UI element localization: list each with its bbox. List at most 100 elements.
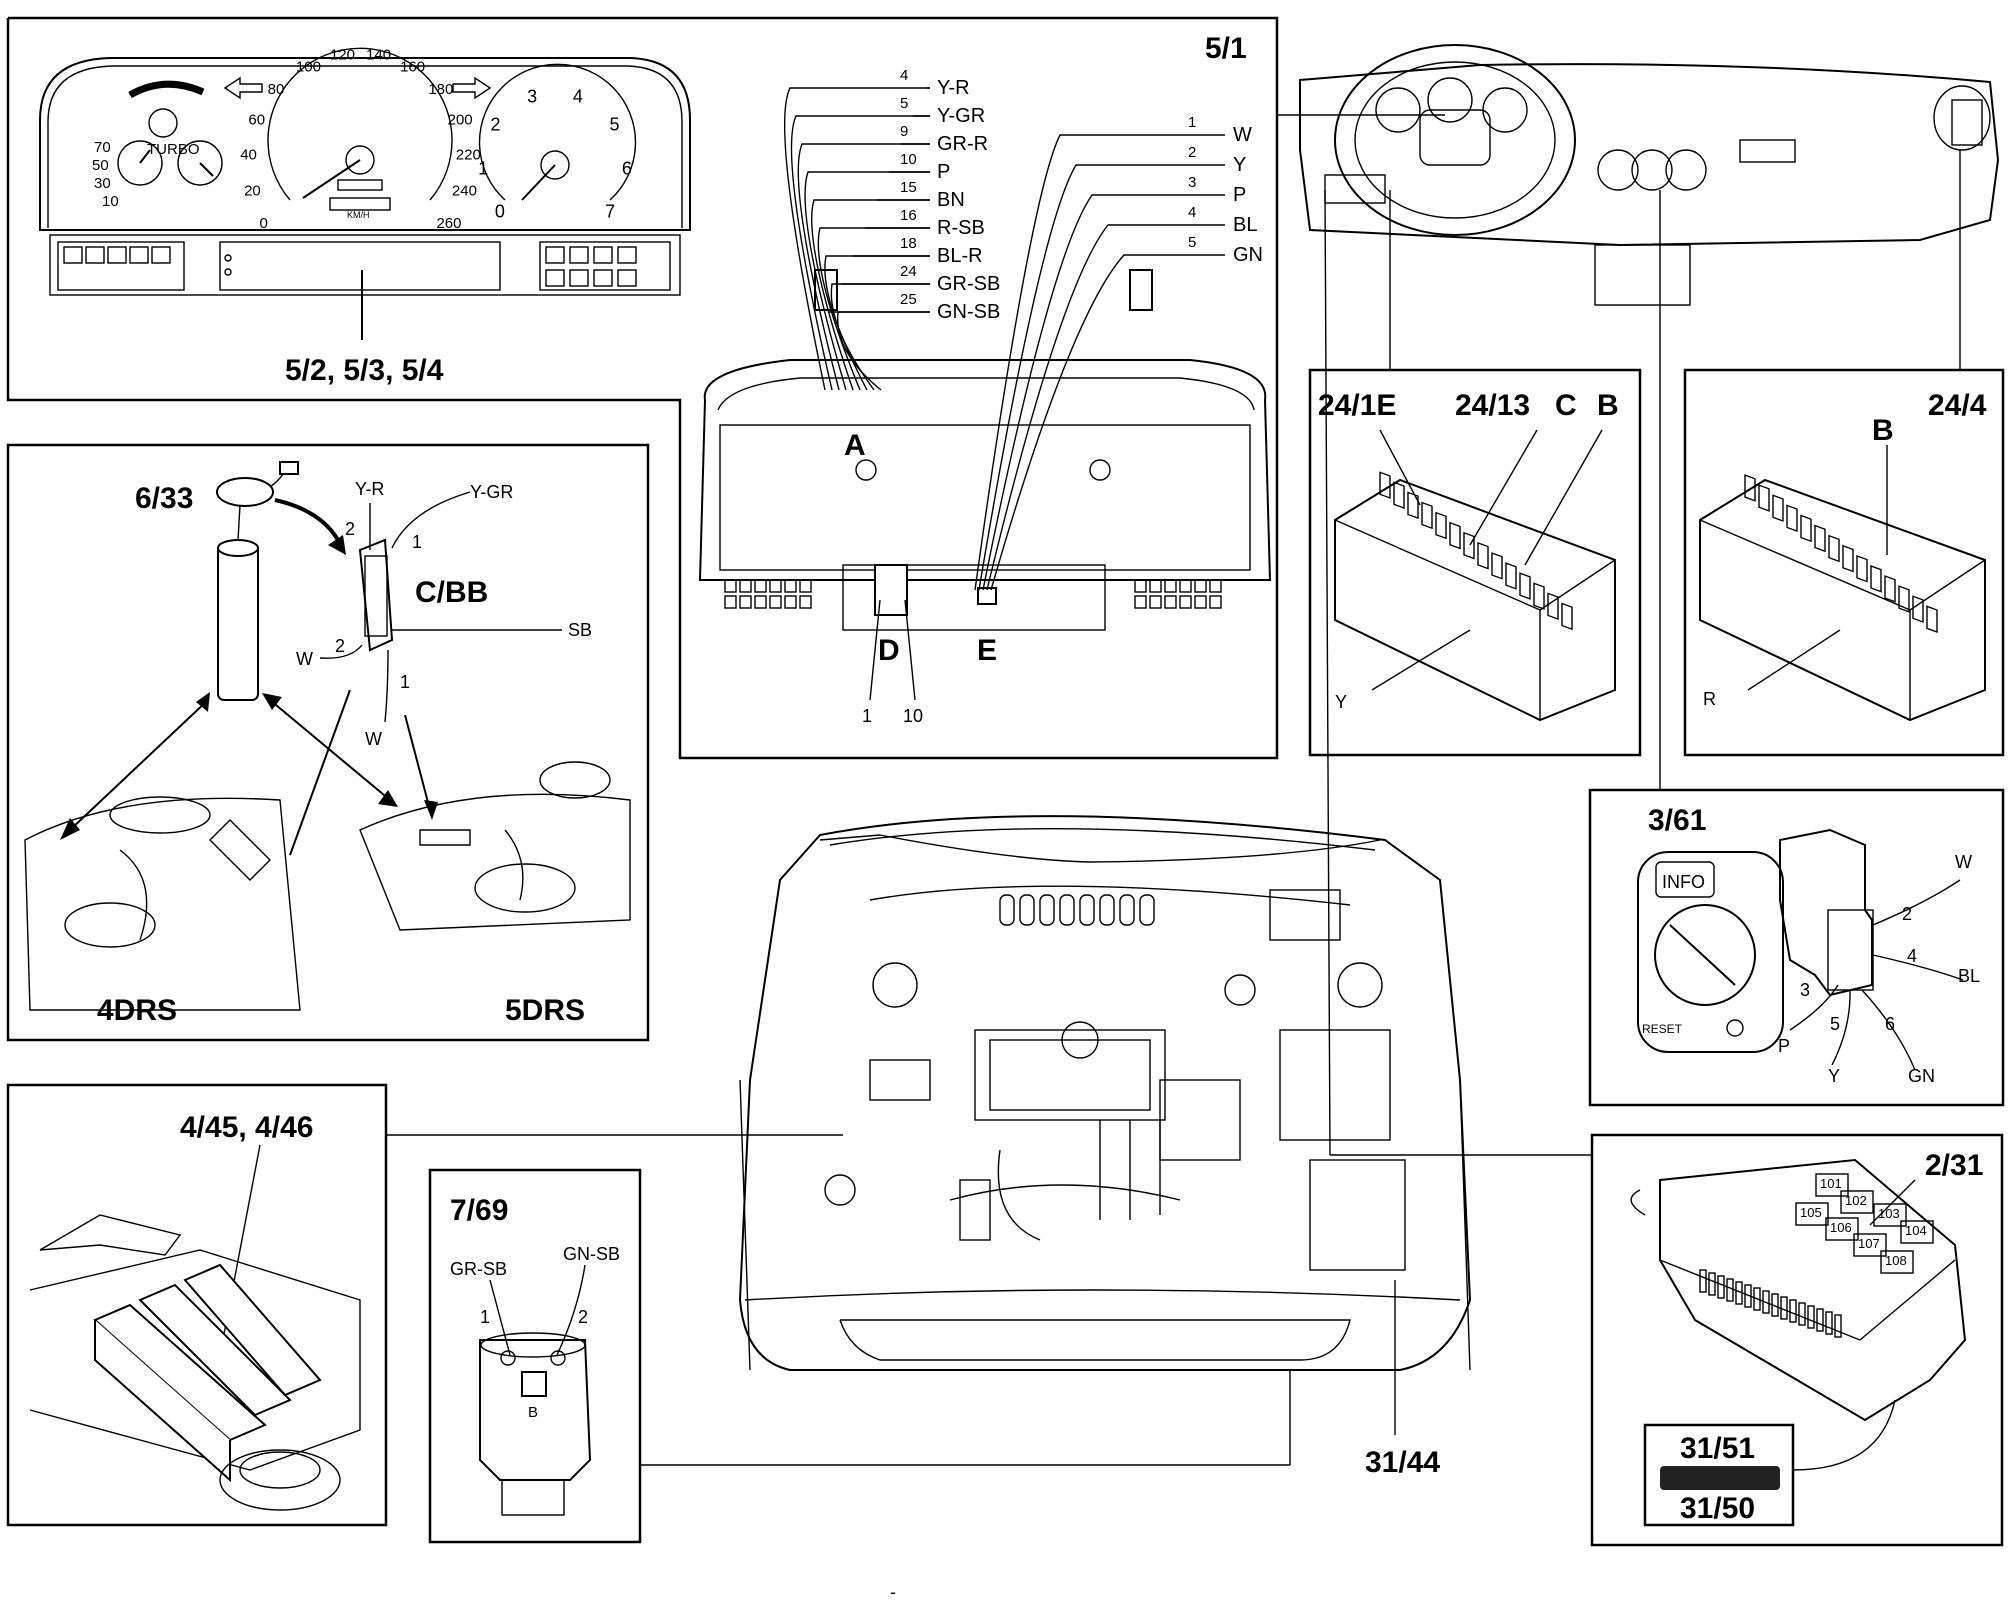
info-pin-color: Y (1828, 1066, 1840, 1086)
reset-label: RESET (1642, 1022, 1683, 1036)
relay-slot (1463, 531, 1475, 560)
pin (1164, 595, 1177, 609)
relay-slot (1898, 585, 1910, 613)
label-b: B (1597, 389, 1619, 422)
label-2-31: 2/31 (1925, 1149, 1983, 1182)
wire-left-row: 16R-SB (817, 207, 985, 391)
cem-fuse-label: 106 (1830, 1220, 1852, 1235)
fuel-sender-panel: 6/33 Y-R Y-GR 2 1 C/BB SB 2 1 W W (6, 443, 650, 1042)
info-pin-color: BL (1958, 966, 1980, 986)
pin (1149, 595, 1162, 609)
info-pin: 6GN (1861, 989, 1935, 1086)
relays-4-45-panel: 4/45, 4/46 (6, 1083, 388, 1527)
speed-tick: 260 (436, 215, 461, 232)
wire-color: BN (937, 189, 965, 211)
wire-left-row: 4Y-R (783, 67, 970, 391)
relay-slot (1435, 511, 1447, 540)
rev-tick: 1 (478, 159, 488, 179)
wire-color: Y-R (937, 77, 970, 99)
connector-d-label: D (878, 634, 900, 667)
info-pin-color: P (1778, 1036, 1790, 1056)
cem-fuse-label: 107 (1858, 1236, 1880, 1251)
temp-ticks: 70 50 30 10 (92, 139, 119, 210)
wire-color: BL (1233, 214, 1257, 236)
speed-tick: 40 (240, 146, 257, 163)
label-3-61: 3/61 (1648, 804, 1706, 837)
wire-left-row: 5Y-GR (790, 95, 985, 391)
connector-5-1-label: 5/1 (1205, 32, 1247, 65)
wire-pin: 15 (900, 179, 917, 196)
wire-y-r: Y-R (355, 479, 384, 499)
cem-fuse: 106 (1825, 1217, 1859, 1241)
cem-terminal (1780, 1296, 1788, 1320)
relay-slot (1561, 602, 1573, 631)
relay-slots-24-1e (1379, 471, 1573, 631)
info-pin-color: GN (1908, 1066, 1935, 1086)
relay-slot (1547, 592, 1559, 621)
wire-pin: 18 (900, 235, 917, 252)
wire-gn-sb: GN-SB (563, 1244, 620, 1264)
pin (1194, 579, 1207, 593)
label-4-45: 4/45, 4/46 (180, 1111, 313, 1144)
wire-pin: 9 (900, 123, 908, 140)
cem-fuse: 107 (1853, 1233, 1887, 1257)
relay-slot (1744, 474, 1756, 502)
wire-color: GR-SB (937, 273, 1000, 295)
relay-slot (1477, 541, 1489, 570)
relay-slot (1505, 562, 1517, 590)
wire-pin: 5 (900, 95, 908, 112)
pin (754, 579, 767, 593)
wire-pin: 16 (900, 207, 917, 224)
relay-box-24-1e-color: Y (1335, 692, 1347, 712)
relay-slot (1519, 572, 1531, 600)
connector-a-label: A (844, 429, 866, 462)
cem-terminal (1699, 1269, 1707, 1293)
wire-pin: 4 (900, 67, 908, 84)
relay-box-24-1e-panel: 24/1E 24/13 C B Y (1308, 368, 1642, 757)
wire-pin: 3 (1188, 174, 1196, 191)
temp-tick-70: 70 (94, 139, 111, 156)
sensor-pin-1: 1 (480, 1307, 490, 1327)
wire-w-left: W (296, 649, 313, 669)
cem-terminal (1825, 1311, 1833, 1335)
label-24-13: 24/13 (1455, 389, 1530, 422)
cem-fuse: 103 (1873, 1203, 1907, 1227)
wire-y-gr: Y-GR (470, 482, 513, 502)
speed-tick: 120 (330, 47, 355, 64)
wire-color: P (1233, 184, 1246, 206)
label-31-44: 31/44 (1365, 1446, 1440, 1479)
wire-right-row: 5GN (990, 234, 1263, 591)
cem-terminal (1807, 1305, 1815, 1329)
connector-5-1-panel: 5/1 4Y-R5Y-GR9GR-R10P15BN16R-SB18BL-R24G… (698, 32, 1272, 726)
relay-slot (1786, 504, 1798, 533)
cem-terminal (1717, 1275, 1725, 1299)
wire-pin: 25 (900, 291, 917, 308)
pin-1-top: 1 (412, 532, 422, 552)
cem-fuse-label: 104 (1905, 1223, 1927, 1238)
speed-tick: 200 (448, 111, 473, 128)
rev-tick: 2 (491, 114, 501, 134)
label-24-4: 24/4 (1928, 389, 1987, 422)
pin (769, 595, 782, 609)
wire-color: Y (1233, 154, 1246, 176)
relay-slot (1856, 554, 1868, 583)
connector-e-label: E (977, 634, 997, 667)
cem-terminal (1834, 1314, 1842, 1338)
pin (769, 579, 782, 593)
pin-2-bottom: 2 (335, 636, 345, 656)
rev-tick: 3 (527, 87, 537, 107)
wire-left-row: 9GR-R (797, 123, 988, 391)
wire-color: GN-SB (937, 301, 1000, 323)
wire-gr-sb: GR-SB (450, 1259, 507, 1279)
pin-grid-right (1134, 579, 1222, 609)
vents (999, 894, 1155, 926)
info-pin-number: 3 (1800, 980, 1810, 1000)
relay-slot (1393, 481, 1405, 509)
label-24-1e: 24/1E (1318, 389, 1396, 422)
relay-box-24-4-panel: 24/4 B R (1683, 368, 2005, 757)
